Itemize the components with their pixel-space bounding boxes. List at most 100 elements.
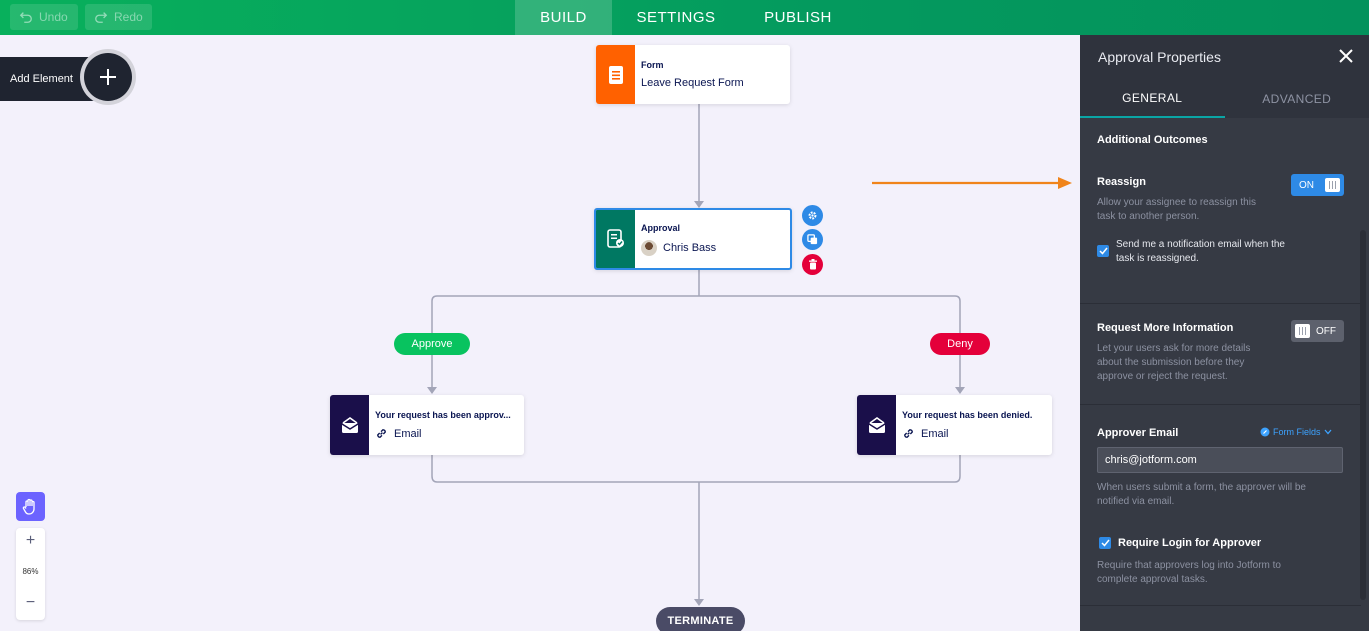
form-node-icon-box	[596, 45, 635, 104]
request-more-toggle[interactable]: OFF	[1291, 320, 1344, 342]
gear-icon	[808, 211, 817, 220]
deny-label: Deny	[947, 338, 973, 350]
redo-icon	[95, 12, 108, 23]
request-more-description: Let your users ask for more details abou…	[1097, 342, 1250, 384]
approver-email-title: Approver Email	[1097, 427, 1179, 439]
approver-email-desc-line-2: notified via email.	[1097, 496, 1175, 507]
reassign-title: Reassign	[1097, 176, 1146, 188]
approval-doc-icon	[606, 229, 624, 248]
add-element-button[interactable]	[84, 53, 132, 101]
approval-node[interactable]: Approval Chris Bass	[594, 208, 792, 270]
require-login-checkbox[interactable]	[1099, 537, 1111, 549]
node-duplicate-button[interactable]	[802, 229, 823, 250]
toggle-knob	[1295, 324, 1310, 338]
tab-general[interactable]: GENERAL	[1080, 79, 1225, 118]
add-element-label: Add Element	[10, 73, 73, 85]
terminate-label: TERMINATE	[667, 615, 734, 627]
approver-email-desc-line-1: When users submit a form, the approver w…	[1097, 482, 1306, 493]
top-bar: Undo Redo BUILD SETTINGS PUBLISH	[0, 0, 1369, 35]
email-deny-node[interactable]: Your request has been denied. Email	[857, 395, 1052, 455]
link-icon	[377, 429, 386, 438]
undo-button[interactable]: Undo	[10, 4, 78, 30]
node-settings-button[interactable]	[802, 205, 823, 226]
form-fields-label: Form Fields	[1273, 427, 1321, 437]
zoom-in-button[interactable]: +	[25, 532, 36, 549]
additional-outcomes-section: Additional Outcomes Reassign ON Allow yo…	[1080, 118, 1361, 304]
panel-tabs: GENERAL ADVANCED	[1080, 79, 1369, 118]
panel-scrollbar[interactable]	[1360, 230, 1366, 600]
assignee-name: Chris Bass	[663, 241, 717, 254]
chevron-down-icon	[1324, 429, 1332, 435]
duplicate-icon	[807, 234, 818, 245]
approval-node-assignee: Chris Bass	[641, 239, 717, 256]
reassign-toggle[interactable]: ON	[1291, 174, 1344, 196]
tab-build[interactable]: BUILD	[515, 0, 612, 35]
pointer-arrow-icon	[872, 177, 1072, 189]
node-delete-button[interactable]	[802, 254, 823, 275]
approval-node-icon-box	[596, 210, 635, 268]
check-icon	[1100, 539, 1110, 547]
request-more-desc-line-3: approve or reject the request.	[1097, 371, 1228, 382]
request-more-desc-line-2: about the submission before they	[1097, 357, 1245, 368]
check-icon	[1098, 247, 1108, 255]
flow-canvas[interactable]: Add Element Form Leave Request Form Appr…	[0, 35, 1080, 631]
require-login-desc-line-1: Require that approvers log into Jotform …	[1097, 560, 1281, 571]
undo-label: Undo	[39, 10, 68, 24]
form-node-name: Leave Request Form	[641, 77, 744, 89]
zoom-controls: + 86% −	[16, 528, 45, 620]
plus-icon	[100, 69, 116, 85]
tab-settings[interactable]: SETTINGS	[636, 9, 716, 26]
require-login-desc-line-2: complete approval tasks.	[1097, 574, 1208, 585]
request-more-toggle-label: OFF	[1316, 325, 1336, 337]
redo-button[interactable]: Redo	[85, 4, 152, 30]
form-fields-dropdown[interactable]: Form Fields	[1260, 427, 1332, 437]
require-login-title: Require Login for Approver	[1118, 537, 1262, 549]
link-icon	[904, 429, 913, 438]
request-more-desc-line-1: Let your users ask for more details	[1097, 343, 1251, 354]
deny-branch-badge: Deny	[930, 333, 990, 355]
email-approve-title: Your request has been approv...	[375, 410, 511, 420]
pan-tool-button[interactable]	[16, 492, 45, 521]
undo-icon	[19, 12, 32, 23]
approver-email-description: When users submit a form, the approver w…	[1097, 481, 1306, 509]
envelope-icon	[868, 417, 885, 433]
require-login-description: Require that approvers log into Jotform …	[1097, 559, 1281, 587]
tab-publish[interactable]: PUBLISH	[764, 9, 832, 26]
approval-node-type: Approval	[641, 222, 681, 233]
email-approve-type: Email	[375, 427, 519, 440]
email-deny-subtitle: Email	[921, 427, 949, 440]
panel-title: Approval Properties	[1098, 49, 1221, 65]
redo-label: Redo	[114, 10, 143, 24]
zoom-out-button[interactable]: −	[25, 594, 36, 611]
approve-label: Approve	[411, 338, 453, 350]
reassign-notify-label: Send me a notification email when the ta…	[1116, 238, 1285, 266]
reassign-toggle-label: ON	[1299, 179, 1314, 191]
tab-advanced[interactable]: ADVANCED	[1262, 91, 1332, 106]
email-approve-subtitle: Email	[394, 427, 422, 440]
request-more-info-section: Request More Information OFF Let your us…	[1080, 305, 1361, 405]
reassign-desc-line-2: task to another person.	[1097, 211, 1200, 222]
trash-icon	[808, 259, 817, 270]
avatar	[641, 239, 657, 256]
flow-connectors	[427, 104, 965, 606]
section-divider	[1080, 605, 1361, 606]
request-more-title: Request More Information	[1097, 322, 1234, 334]
approver-email-input[interactable]	[1097, 447, 1343, 473]
email-deny-type: Email	[902, 427, 1046, 440]
reassign-notify-line-2: task is reassigned.	[1116, 253, 1199, 264]
form-doc-icon	[608, 65, 623, 84]
reassign-notify-checkbox[interactable]	[1097, 245, 1109, 257]
hand-icon	[22, 498, 35, 515]
approval-properties-panel: Approval Properties GENERAL ADVANCED Add…	[1080, 35, 1369, 631]
panel-header: Approval Properties	[1080, 35, 1369, 79]
link-circle-icon	[1260, 427, 1270, 437]
email-approve-icon-box	[330, 395, 369, 455]
toggle-knob	[1325, 178, 1340, 192]
envelope-icon	[341, 417, 358, 433]
close-icon[interactable]	[1337, 47, 1355, 65]
additional-outcomes-title: Additional Outcomes	[1097, 134, 1208, 146]
reassign-description: Allow your assignee to reassign this tas…	[1097, 196, 1256, 224]
email-approve-node[interactable]: Your request has been approv... Email	[330, 395, 524, 455]
form-node[interactable]: Form Leave Request Form	[596, 45, 790, 104]
terminate-node[interactable]: TERMINATE	[656, 607, 745, 631]
